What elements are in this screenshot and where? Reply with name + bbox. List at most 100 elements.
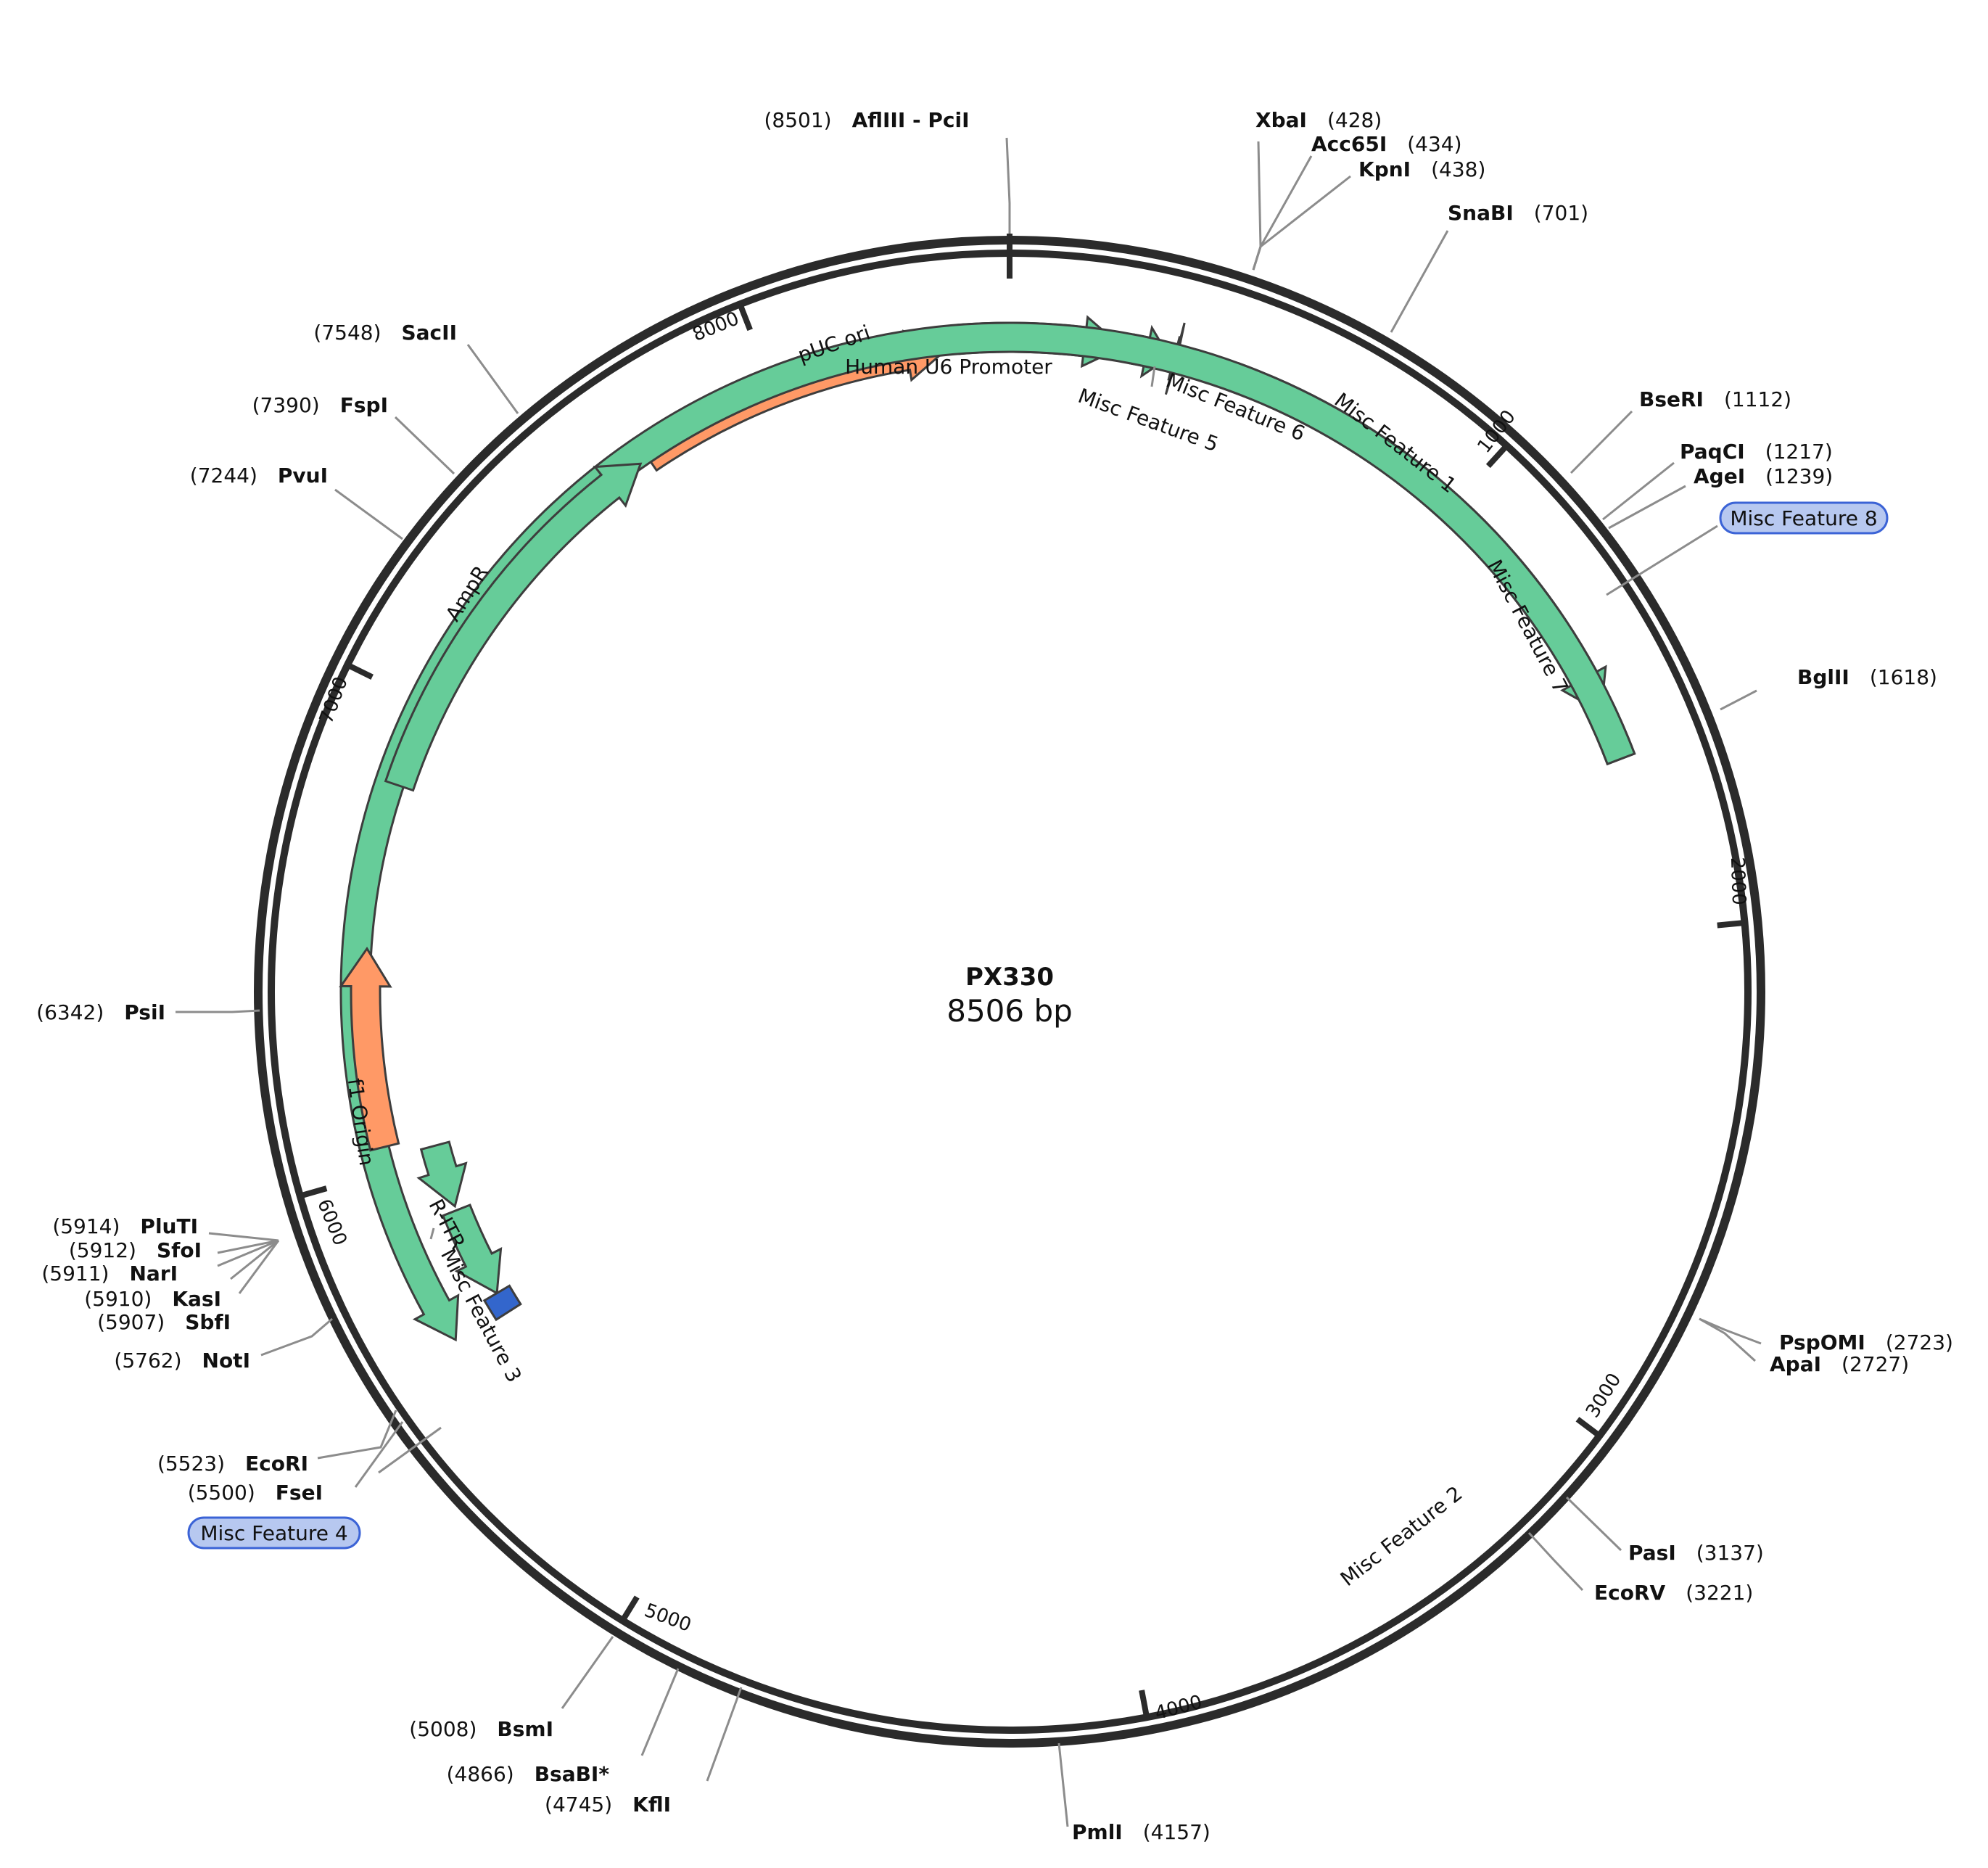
site-label-ecorv: EcoRV (3221) — [1594, 1581, 1753, 1605]
site-label-pmli: PmlI (4157) — [1072, 1820, 1210, 1844]
feature-f1-origin — [339, 946, 400, 1152]
feature-misc-feature-3 — [441, 1203, 503, 1295]
tick-label-2000: 2000 — [1726, 857, 1749, 905]
leader-apai — [1699, 1317, 1757, 1362]
feature-label-human-u6-promoter: Human U6 Promoter — [845, 355, 1052, 379]
leader-sacii — [466, 344, 519, 414]
site-name-agei: AgeI — [1694, 464, 1745, 488]
site-label-pluti: (5914) PluTI — [52, 1214, 198, 1238]
site-name-sacii: SacII — [402, 321, 458, 345]
site-label-kasi: (5910) KasI — [84, 1287, 221, 1311]
leader-noti — [260, 1317, 333, 1357]
site-pos-fsei: (5500) — [188, 1481, 255, 1505]
site-name-bglii: BglII — [1797, 665, 1849, 689]
site-name-noti: NotI — [202, 1349, 250, 1373]
site-label-kfli: (4745) KflI — [545, 1793, 671, 1816]
site-labels: (8501) AflIII - PciI XbaI (428)Acc65I (43… — [36, 108, 1953, 1844]
site-pos-sbfi: (5907) — [97, 1310, 165, 1334]
site-name-paqci: PaqCI — [1680, 440, 1745, 464]
feature-blue-block-ms3 — [482, 1284, 522, 1322]
leader-bseri — [1570, 410, 1633, 474]
site-pos-bglii: (1618) — [1870, 665, 1937, 689]
site-pos-kfli: (4745) — [545, 1793, 612, 1816]
pill-misc-feature-8-text: Misc Feature 8 — [1730, 506, 1877, 530]
site-pos-sfoi: (5912) — [69, 1238, 136, 1262]
site-label-apai: ApaI (2727) — [1770, 1352, 1909, 1376]
site-label-afliii-pcii: (8501) AflIII - PciI — [764, 108, 969, 132]
site-leaders — [176, 137, 1762, 1827]
tick-label-6000: 6000 — [313, 1196, 351, 1249]
site-name-ecori: EcoRI — [245, 1452, 308, 1476]
tick-1000 — [1485, 443, 1509, 469]
site-label-sbfi: (5907) SbfI — [97, 1310, 231, 1334]
leader-afliii-pcii — [1005, 137, 1011, 234]
site-pos-bsmi: (5008) — [409, 1717, 477, 1741]
site-name-fspi: FspI — [340, 393, 388, 417]
leader-kfli — [706, 1687, 743, 1782]
site-pos-kpni: (438) — [1431, 157, 1485, 181]
leader-kpni — [1252, 175, 1351, 271]
site-pos-fspi: (7390) — [252, 393, 320, 417]
site-label-kpni: KpnI (438) — [1358, 157, 1485, 181]
site-name-bsmi: BsmI — [497, 1717, 553, 1741]
pill-misc-feature-4-text: Misc Feature 4 — [200, 1521, 347, 1545]
site-pos-xbai: (428) — [1327, 108, 1382, 132]
site-label-xbai: XbaI (428) — [1255, 108, 1382, 132]
plasmid-length: 8506 bp — [946, 993, 1073, 1029]
leader-fspi — [394, 416, 455, 475]
tick-label-5000: 5000 — [642, 1600, 694, 1637]
leader-agei — [1608, 485, 1686, 530]
site-label-ecori: (5523) EcoRI — [157, 1452, 308, 1476]
backbone-outer-ring — [254, 236, 1765, 1748]
leader-bglii — [1720, 689, 1757, 711]
leader-paqci — [1602, 461, 1675, 521]
site-label-bsmi: (5008) BsmI — [409, 1717, 553, 1741]
site-pos-paqci: (1217) — [1765, 440, 1833, 464]
site-label-acc65i: Acc65I (434) — [1311, 132, 1462, 156]
tick-7000 — [346, 662, 374, 680]
plasmid-name: PX330 — [965, 963, 1054, 992]
site-name-bsabi: BsaBI* — [535, 1762, 610, 1786]
site-pos-psii: (6342) — [36, 1000, 104, 1024]
tick-5000 — [619, 1595, 640, 1623]
site-pos-noti: (5762) — [114, 1349, 181, 1373]
leader-pluti — [208, 1232, 279, 1242]
leader-bsmi — [561, 1636, 614, 1709]
leader-sfoi — [217, 1239, 279, 1254]
site-pos-bseri: (1112) — [1724, 387, 1791, 411]
backbone-inner-ring — [268, 250, 1752, 1734]
site-label-pasi: PasI (3137) — [1628, 1541, 1764, 1565]
tick-8000 — [737, 303, 753, 332]
site-pos-afliii-pcii: (8501) — [764, 108, 831, 132]
site-label-sacii: (7548) SacII — [313, 321, 457, 345]
site-name-fsei: FseI — [276, 1481, 323, 1505]
tick-3000 — [1575, 1417, 1601, 1439]
site-name-kasi: KasI — [172, 1287, 221, 1311]
site-label-bglii: BglII (1618) — [1797, 665, 1937, 689]
feature-label-misc-feature-2: Misc Feature 2 — [1336, 1481, 1467, 1591]
site-label-snabi: SnaBI (701) — [1448, 201, 1588, 225]
site-pos-ecori: (5523) — [157, 1452, 225, 1476]
leader-misc-feature-4 — [378, 1426, 442, 1474]
leader-pvui — [334, 488, 403, 540]
leader-bsabi — [640, 1668, 680, 1756]
site-name-afliii-pcii: AflIII - PciI — [852, 108, 970, 132]
feature-r-itr — [416, 1140, 468, 1209]
site-pos-kasi: (5910) — [84, 1287, 152, 1311]
site-label-pspomi: PspOMI (2723) — [1779, 1330, 1953, 1354]
r-itr-tick — [429, 1227, 435, 1240]
site-pos-pasi: (3137) — [1696, 1541, 1764, 1565]
site-name-pspomi: PspOMI — [1779, 1330, 1865, 1354]
site-pos-acc65i: (434) — [1407, 132, 1461, 156]
leader-pspomi — [1699, 1317, 1762, 1345]
site-name-sfoi: SfoI — [157, 1238, 202, 1262]
site-pos-ecorv: (3221) — [1686, 1581, 1753, 1605]
site-label-fsei: (5500) FseI — [188, 1481, 323, 1505]
leader-nari — [217, 1239, 279, 1267]
site-label-psii: (6342) PsiI — [36, 1000, 165, 1024]
site-label-nari: (5911) NarI — [41, 1262, 178, 1285]
site-label-bsabi: (4866) BsaBI* — [447, 1762, 610, 1786]
site-name-xbai: XbaI — [1255, 108, 1307, 132]
site-name-kpni: KpnI — [1358, 157, 1411, 181]
